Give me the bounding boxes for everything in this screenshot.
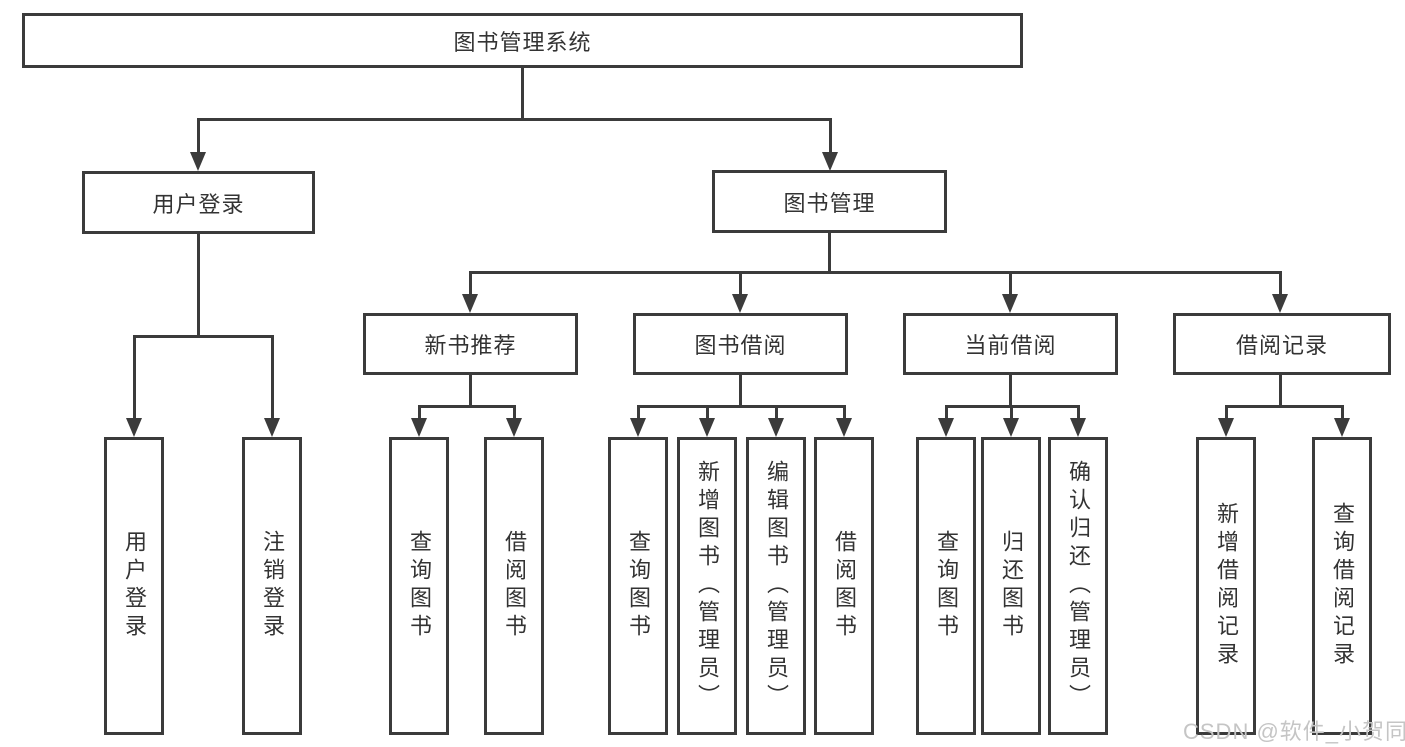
connector-borrow-records-stem	[1279, 375, 1282, 407]
leaf-query-borrow-record-label: 查询借阅记录	[1330, 502, 1355, 670]
connector-user-login-stem	[197, 234, 200, 337]
connector-root-rail	[197, 118, 832, 121]
arrow-shaft-to-query-book-rec	[418, 405, 421, 420]
leaf-logout-login-label: 注销登录	[260, 530, 285, 642]
arrow-shaft-to-current-borrow	[1009, 271, 1012, 296]
leaf-query-book-current: 查询图书	[916, 437, 976, 735]
leaf-borrow-book-borrow-label: 借阅图书	[832, 530, 857, 642]
arrow-shaft-to-book-borrow	[739, 271, 742, 296]
arrow-shaft-to-book-mgmt	[829, 118, 832, 153]
leaf-query-borrow-record: 查询借阅记录	[1312, 437, 1372, 735]
arrow-shaft-to-borrow-book-rec	[513, 405, 516, 420]
connector-new-book-rec-stem	[469, 375, 472, 407]
arrowhead-to-book-borrow	[732, 294, 748, 313]
arrowhead-to-return-book	[1003, 418, 1019, 437]
node-book-mgmt: 图书管理	[712, 170, 947, 233]
node-book-borrow-label: 图书借阅	[694, 333, 787, 358]
arrowhead-to-book-mgmt	[822, 152, 838, 171]
leaf-confirm-return-admin: 确认归还（管理员）	[1048, 437, 1108, 735]
leaf-query-book-current-label: 查询图书	[934, 530, 959, 642]
connector-root-stem	[521, 68, 524, 120]
arrowhead-to-confirm-return	[1070, 418, 1086, 437]
leaf-borrow-book-rec-label: 借阅图书	[502, 530, 527, 642]
connector-book-mgmt-stem	[828, 233, 831, 273]
leaf-return-book: 归还图书	[981, 437, 1041, 735]
node-current-borrow: 当前借阅	[903, 313, 1118, 375]
arrowhead-to-leaf-logout	[264, 418, 280, 437]
leaf-user-login: 用户登录	[104, 437, 164, 735]
node-root-label: 图书管理系统	[453, 29, 592, 55]
leaf-borrow-book-borrow: 借阅图书	[814, 437, 874, 735]
leaf-add-borrow-record: 新增借阅记录	[1196, 437, 1256, 735]
leaf-confirm-return-admin-label: 确认归还（管理员）	[1066, 460, 1091, 712]
arrow-shaft-to-new-book-rec	[469, 271, 472, 296]
arrowhead-to-query-book-current	[938, 418, 954, 437]
watermark: CSDN @软件_小贺同学	[1183, 719, 1405, 744]
leaf-borrow-book-rec: 借阅图书	[484, 437, 544, 735]
arrow-shaft-to-confirm-return	[1077, 405, 1080, 420]
arrowhead-to-query-book-rec	[411, 418, 427, 437]
arrowhead-to-query-book-borrow	[630, 418, 646, 437]
node-user-login-label: 用户登录	[152, 191, 245, 217]
arrowhead-to-new-book-rec	[462, 294, 478, 313]
arrow-shaft-to-query-book-borrow	[637, 405, 640, 420]
arrowhead-to-query-borrow-record	[1334, 418, 1350, 437]
node-book-mgmt-label: 图书管理	[783, 190, 876, 216]
leaf-return-book-label: 归还图书	[999, 530, 1024, 642]
leaf-logout-login: 注销登录	[242, 437, 302, 735]
leaf-add-book-admin-label: 新增图书（管理员）	[695, 460, 720, 712]
leaf-user-login-label: 用户登录	[122, 530, 147, 642]
node-new-book-rec-label: 新书推荐	[424, 333, 517, 358]
leaf-query-book-rec: 查询图书	[389, 437, 449, 735]
leaf-add-book-admin: 新增图书（管理员）	[677, 437, 737, 735]
connector-book-borrow-stem	[739, 375, 742, 407]
arrow-shaft-to-user-login	[197, 118, 200, 153]
arrow-shaft-to-leaf-logout	[271, 335, 274, 419]
arrow-shaft-to-query-book-current	[945, 405, 948, 420]
arrow-shaft-to-leaf-user-login	[133, 335, 136, 419]
arrow-shaft-to-query-borrow-record	[1341, 405, 1344, 420]
arrowhead-to-user-login	[190, 152, 206, 171]
arrow-shaft-to-add-borrow-record	[1225, 405, 1228, 420]
leaf-edit-book-admin-label: 编辑图书（管理员）	[764, 460, 789, 712]
arrowhead-to-borrow-book-borrow	[836, 418, 852, 437]
connector-book-borrow-rail	[637, 405, 846, 408]
connector-borrow-records-rail	[1225, 405, 1344, 408]
node-new-book-rec: 新书推荐	[363, 313, 578, 375]
arrowhead-to-edit-book-admin	[768, 418, 784, 437]
arrowhead-to-borrow-records	[1272, 294, 1288, 313]
leaf-query-book-rec-label: 查询图书	[407, 530, 432, 642]
leaf-add-borrow-record-label: 新增借阅记录	[1214, 502, 1239, 670]
node-root: 图书管理系统	[22, 13, 1023, 68]
leaf-query-book-borrow: 查询图书	[608, 437, 668, 735]
node-current-borrow-label: 当前借阅	[964, 333, 1057, 358]
node-borrow-records: 借阅记录	[1173, 313, 1391, 375]
connector-user-login-rail	[133, 335, 274, 338]
arrowhead-to-add-book-admin	[699, 418, 715, 437]
connector-book-mgmt-rail	[469, 271, 1282, 274]
arrow-shaft-to-add-book-admin	[706, 405, 709, 420]
arrow-shaft-to-borrow-book-borrow	[843, 405, 846, 420]
leaf-edit-book-admin: 编辑图书（管理员）	[746, 437, 806, 735]
arrowhead-to-current-borrow	[1002, 294, 1018, 313]
arrowhead-to-add-borrow-record	[1218, 418, 1234, 437]
arrow-shaft-to-return-book	[1010, 405, 1013, 420]
node-user-login: 用户登录	[82, 171, 315, 234]
leaf-query-book-borrow-label: 查询图书	[626, 530, 651, 642]
node-book-borrow: 图书借阅	[633, 313, 848, 375]
connector-new-book-rec-rail	[418, 405, 516, 408]
node-borrow-records-label: 借阅记录	[1235, 333, 1328, 358]
arrow-shaft-to-edit-book-admin	[775, 405, 778, 420]
arrowhead-to-leaf-user-login	[126, 418, 142, 437]
connector-current-borrow-stem	[1009, 375, 1012, 407]
arrow-shaft-to-borrow-records	[1279, 271, 1282, 296]
arrowhead-to-borrow-book-rec	[506, 418, 522, 437]
